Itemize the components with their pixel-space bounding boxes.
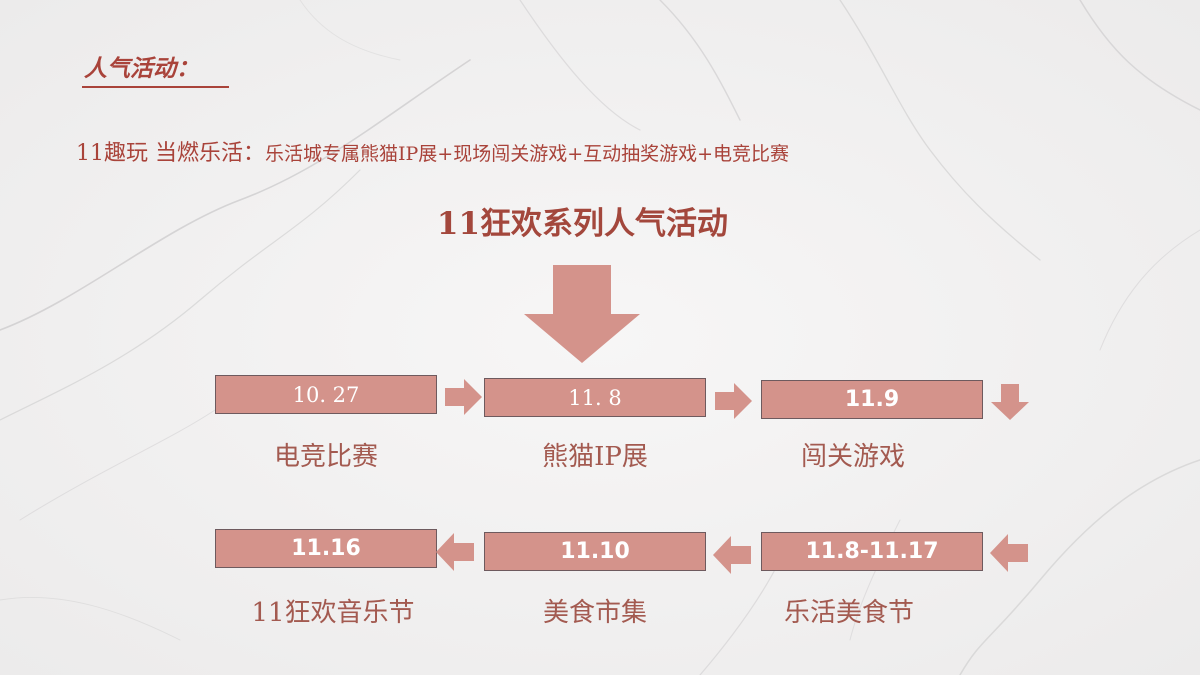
activity-label-music-festival: 11狂欢音乐节 xyxy=(251,598,415,628)
date-box-panda-ip: 11. 8 xyxy=(484,378,706,417)
left-arrow-icon xyxy=(990,534,1028,572)
date-text: 11.9 xyxy=(844,387,900,412)
intro-details: 乐活城专属熊猫IP展+现场闯关游戏+互动抽奖游戏+电竞比赛 xyxy=(265,143,790,165)
date-box-esports: 10. 27 xyxy=(215,375,437,414)
date-box-food-festival: 11.8-11.17 xyxy=(761,532,983,571)
date-box-music-festival: 11.16 xyxy=(215,529,437,568)
down-arrow-icon xyxy=(991,384,1029,420)
date-text: 11.8-11.17 xyxy=(805,539,939,564)
date-text: 11.16 xyxy=(291,536,361,561)
date-box-food-market: 11.10 xyxy=(484,532,706,571)
date-text: 10. 27 xyxy=(292,382,360,407)
main-title: 11狂欢系列人气活动 xyxy=(436,206,729,242)
date-text: 11. 8 xyxy=(568,385,622,410)
intro-line: 11趣玩 当燃乐活：乐活城专属熊猫IP展+现场闯关游戏+互动抽奖游戏+电竞比赛 xyxy=(76,140,789,169)
left-arrow-icon xyxy=(713,536,751,574)
activity-label-food-market: 美食市集 xyxy=(542,598,647,628)
left-arrow-icon xyxy=(436,533,474,571)
big-down-arrow-icon xyxy=(524,265,640,363)
activity-label-food-festival: 乐活美食节 xyxy=(783,598,914,628)
date-text: 11.10 xyxy=(560,539,630,564)
right-arrow-icon xyxy=(715,383,752,419)
activity-label-challenge-game: 闯关游戏 xyxy=(800,442,905,472)
activity-label-panda-ip: 熊猫IP展 xyxy=(542,442,648,472)
date-box-challenge-game: 11.9 xyxy=(761,380,983,419)
section-title: 人气活动： xyxy=(82,54,229,88)
activity-label-esports: 电竞比赛 xyxy=(273,442,378,472)
intro-lead: 11趣玩 当燃乐活： xyxy=(76,141,265,166)
right-arrow-icon xyxy=(445,379,482,415)
